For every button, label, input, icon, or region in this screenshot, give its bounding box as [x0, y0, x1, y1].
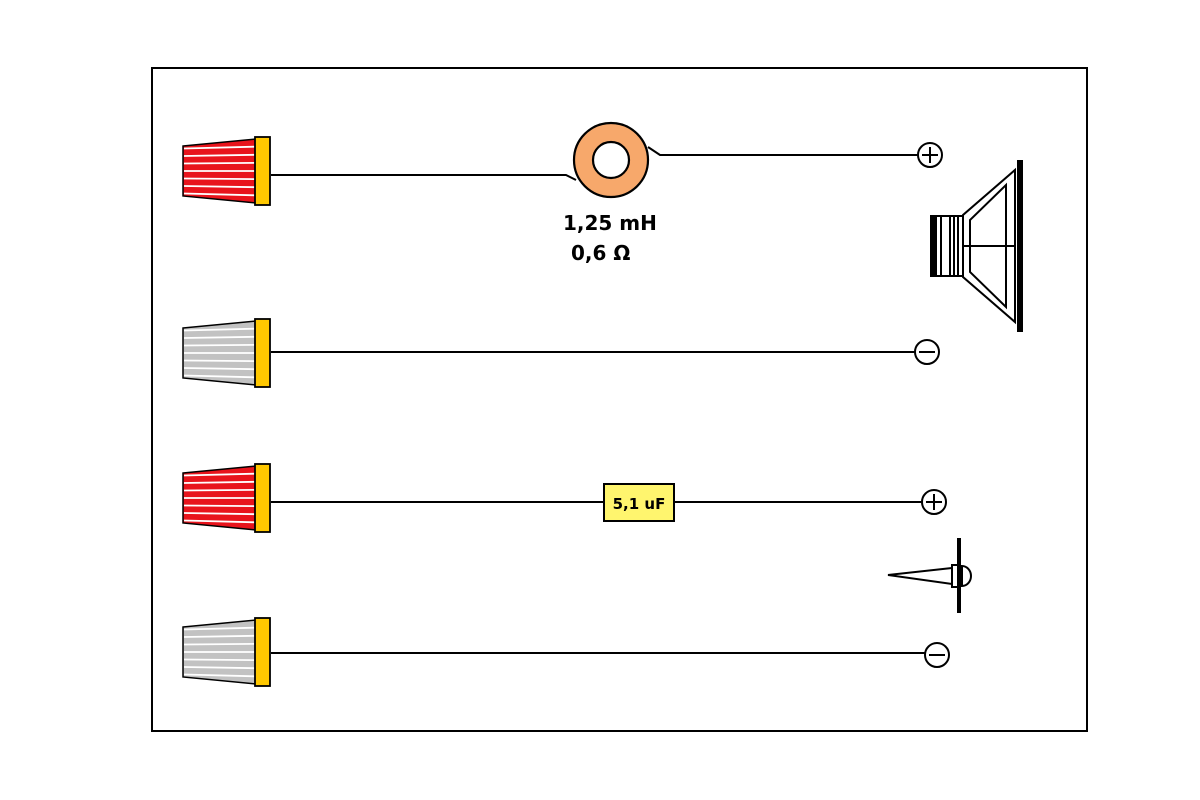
inductor-inductance-label: 1,25 mH [563, 211, 657, 235]
terminal-rib [183, 185, 256, 189]
woofer-plus-icon [917, 142, 943, 168]
capacitor: 5,1 uF [603, 483, 675, 522]
terminal-rib [183, 666, 256, 670]
terminal-rib [183, 634, 256, 638]
terminal-rib [183, 192, 256, 197]
terminal-rib [183, 519, 256, 524]
terminal-rib [183, 658, 256, 661]
polarity-markers [914, 142, 950, 668]
terminal-collar [254, 318, 271, 388]
terminal-rib [183, 512, 256, 516]
wires [271, 146, 925, 654]
terminal-rib [183, 367, 256, 371]
terminals [182, 136, 271, 687]
tweeter-positive-input-terminal [182, 463, 271, 533]
terminal-rib [183, 145, 256, 150]
terminal-rib [183, 335, 256, 339]
tweeter-negative-input-terminal [182, 617, 271, 687]
woofer-negative-input-terminal [182, 318, 271, 388]
tweeter-speaker-icon [887, 538, 972, 613]
tweeter-minus-icon [924, 642, 950, 668]
terminal-rib [183, 374, 256, 379]
terminal-collar [254, 617, 271, 687]
woofer-speaker-icon [930, 160, 1023, 332]
capacitor-value-label: 5,1 uF [613, 495, 666, 513]
terminal-rib [183, 673, 256, 678]
terminal-rib [183, 162, 256, 165]
terminal-rib [183, 480, 256, 484]
wire-woofer-positive-in [271, 174, 577, 181]
inductor-resistance-label: 0,6 Ω [571, 241, 630, 265]
tweeter-plus-icon [921, 489, 947, 515]
diagram-frame [151, 67, 1088, 732]
capacitor-body [603, 483, 675, 522]
wire-woofer-positive-out [647, 146, 918, 156]
terminal-rib [183, 177, 256, 180]
terminal-rib [183, 472, 256, 477]
terminal-rib [183, 626, 256, 631]
terminal-rib [183, 643, 256, 646]
woofer-minus-icon [914, 339, 940, 365]
terminal-rib [183, 327, 256, 332]
toroid-coil-icon [572, 121, 650, 199]
terminal-rib [183, 359, 256, 362]
woofer-positive-input-terminal [182, 136, 271, 206]
terminal-rib [183, 504, 256, 507]
terminal-rib [183, 344, 256, 347]
terminal-rib [183, 153, 256, 157]
terminal-rib [183, 489, 256, 492]
terminal-collar [254, 136, 271, 206]
terminal-collar [254, 463, 271, 533]
